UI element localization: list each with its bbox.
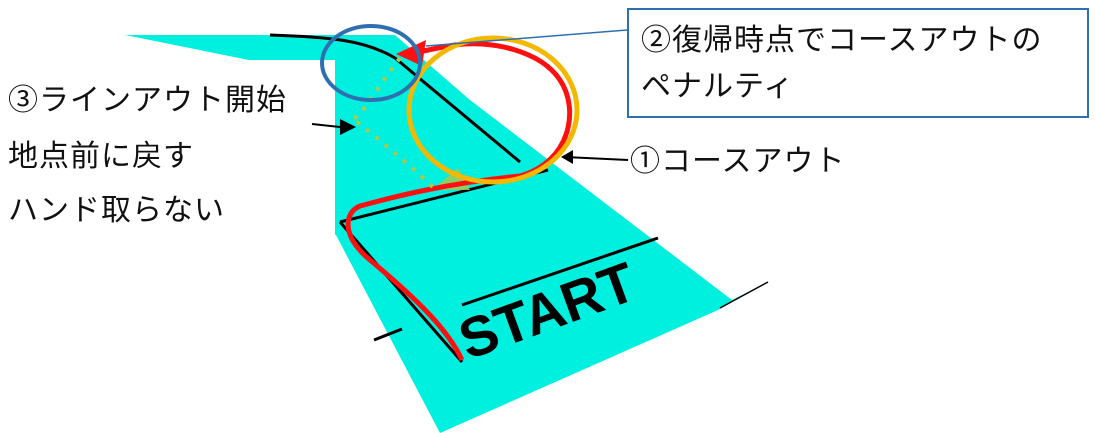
return-marker	[340, 119, 356, 135]
label-background	[0, 60, 335, 242]
course-line-top	[269, 33, 396, 60]
return-label-line3: ハンド取らない	[8, 193, 225, 228]
return-circle	[320, 24, 422, 102]
return-label-line1: ③ラインアウト開始	[8, 83, 287, 118]
course-surface	[125, 35, 768, 433]
penalty-callout	[627, 8, 1089, 118]
course-out-label: ①コースアウト	[630, 144, 846, 179]
return-pointer	[311, 123, 341, 128]
penalty-circle	[406, 35, 580, 185]
start-line	[461, 236, 659, 307]
return-label-line2: 地点前に戻す	[8, 139, 194, 174]
course-line-tick	[373, 327, 403, 342]
penalty-label-line1: ②復帰時点でコースアウトの	[641, 23, 1043, 58]
course-line-left	[338, 221, 464, 363]
course-out-marker	[561, 150, 573, 164]
callout-pointer	[425, 29, 628, 47]
course-edge-right	[719, 281, 769, 309]
penalty-label-line2: ペナルティ	[641, 69, 795, 104]
return-path-dotted	[350, 56, 440, 194]
course-out-pointer	[564, 156, 629, 161]
